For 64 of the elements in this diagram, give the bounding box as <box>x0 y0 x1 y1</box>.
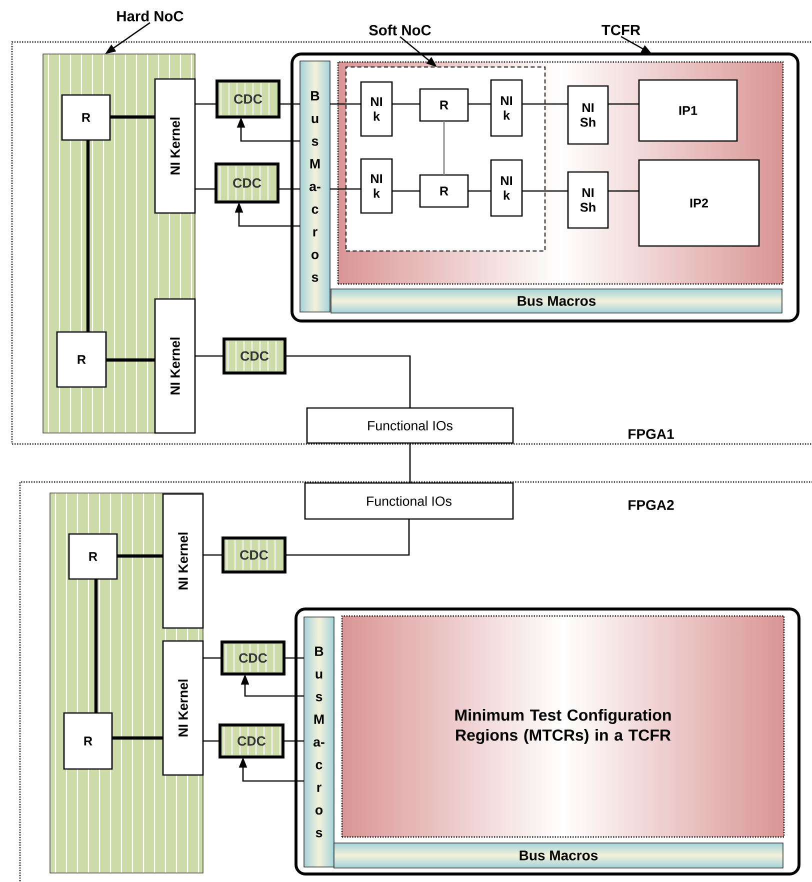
connector-line <box>522 103 568 105</box>
ip-box: IP1 <box>638 79 738 142</box>
connector-line <box>195 188 216 190</box>
heading-label: TCFR <box>602 24 640 36</box>
connector-line <box>195 355 224 357</box>
heading-label: Hard NoC <box>117 10 184 22</box>
router-box: R <box>419 174 469 208</box>
cdc-box: CDC <box>214 162 280 204</box>
connector-line <box>112 736 163 740</box>
connector-line <box>279 103 300 105</box>
ni-box: NI Sh <box>567 171 609 229</box>
ni-box: NI k <box>360 81 393 137</box>
connector-line <box>203 554 223 556</box>
functional-io-box: Functional IOs <box>304 482 514 520</box>
connector-line <box>468 103 491 105</box>
ip-box: IP2 <box>638 159 760 247</box>
connector-line <box>94 579 98 713</box>
ni-box: NI k <box>360 158 393 214</box>
router-box: R <box>63 712 113 770</box>
connector-line <box>203 657 222 659</box>
ni-box: NI k <box>490 79 523 137</box>
ni-kernel-box: NI Kernel <box>154 298 196 434</box>
cdc-box: CDC <box>218 724 284 758</box>
cdc-box: CDC <box>220 640 286 676</box>
connector-line <box>106 358 155 362</box>
bus-macros-bar: Bus Macros <box>330 288 782 314</box>
router-box: R <box>61 94 111 141</box>
connector-line <box>195 103 217 105</box>
ni-box: NI Sh <box>567 85 609 145</box>
connector-line <box>392 190 420 192</box>
mtcr-region: Minimum Test Configuration Regions (MTCRs) in a TCFR <box>341 615 785 838</box>
bus-macros-bar: Bus Ma-cros <box>300 60 330 312</box>
connector-line <box>117 554 163 558</box>
connector-line <box>278 188 300 190</box>
connector-line <box>330 188 361 190</box>
bus-macros-bar: Bus Macros <box>334 842 784 868</box>
ni-kernel-box: NI Kernel <box>154 78 196 214</box>
ni-kernel-box: NI Kernel <box>162 640 204 776</box>
connector-line <box>330 103 361 105</box>
heading-label: Soft NoC <box>369 24 431 36</box>
bus-macros-bar: Bus Ma-cros <box>304 616 334 868</box>
connector-line <box>284 657 304 659</box>
connector-line <box>285 519 410 556</box>
ni-box: NI k <box>490 159 523 217</box>
connector-line <box>285 355 411 408</box>
cdc-box: CDC <box>222 536 286 574</box>
cdc-box: CDC <box>222 338 286 374</box>
connector-line <box>283 740 304 742</box>
functional-io-box: Functional IOs <box>306 407 514 444</box>
connector-line <box>110 115 155 119</box>
router-box: R <box>419 88 469 122</box>
connector-line <box>392 103 420 105</box>
connector-line <box>443 121 445 175</box>
connector-line <box>203 740 220 742</box>
connector-line <box>86 140 90 332</box>
router-box: R <box>68 533 118 580</box>
cdc-box: CDC <box>216 80 280 118</box>
connector-line <box>468 190 491 192</box>
connector-line <box>608 190 639 192</box>
connector-line <box>409 443 411 483</box>
router-box: R <box>56 331 107 388</box>
connector-line <box>522 190 568 192</box>
ni-kernel-box: NI Kernel <box>162 493 204 629</box>
connector-line <box>608 103 639 105</box>
